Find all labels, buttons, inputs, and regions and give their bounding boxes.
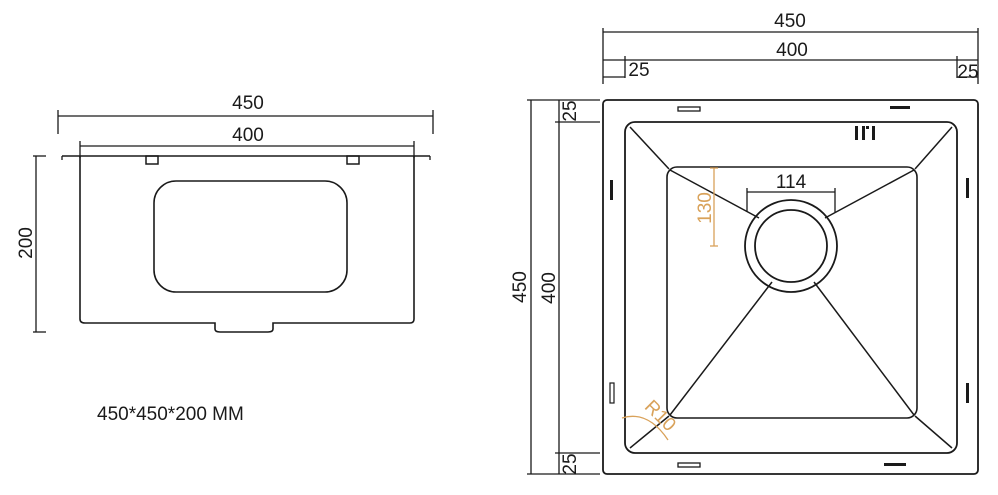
side-width-inner-label: 400 — [232, 125, 264, 146]
drain-offset-label: 130 — [695, 192, 716, 224]
clip-slot-bottom-left — [677, 462, 701, 468]
top-margin-left-label: 25 — [628, 60, 649, 81]
top-width-outer-label: 450 — [774, 11, 806, 32]
clip-slot-left-lower — [609, 382, 615, 404]
clip-slot-right-upper — [966, 178, 969, 198]
clip-slot-top-left — [677, 106, 701, 112]
drain-diameter-label: 114 — [776, 172, 807, 193]
clip-slot-top-right — [890, 106, 910, 109]
top-view: 450 400 25 25 450 400 25 25 — [510, 11, 979, 475]
top-height-inner-label: 400 — [539, 272, 560, 304]
corner-radius-label: R10 — [640, 396, 679, 435]
sink-side-profile — [79, 156, 415, 333]
spec-note: 450*450*200 MM — [97, 404, 244, 425]
corner-radius-arc — [621, 415, 669, 441]
side-width-outer-label: 450 — [232, 93, 264, 114]
overflow-marks — [855, 126, 875, 140]
top-height-outer-label: 450 — [510, 271, 531, 303]
clip-slot-bottom-right — [884, 463, 906, 466]
top-margin-right-label: 25 — [957, 62, 978, 83]
top-margin-top-label: 25 — [560, 100, 581, 121]
mount-clip-right — [346, 155, 360, 165]
bowl-top-edge — [624, 121, 958, 454]
sink-outer-flange — [602, 99, 979, 475]
top-margin-bottom-label: 25 — [560, 453, 581, 474]
side-height-label: 200 — [16, 227, 37, 259]
drain-outer — [744, 199, 838, 293]
top-width-inner-label: 400 — [776, 40, 808, 61]
clip-slot-left-upper — [610, 180, 613, 200]
drain-inner — [754, 209, 828, 283]
side-opening — [153, 180, 348, 293]
clip-slot-right-lower — [966, 383, 969, 403]
side-view: 450 400 200 — [16, 93, 434, 333]
bowl-bottom — [666, 166, 918, 419]
mount-clip-left — [145, 155, 159, 165]
